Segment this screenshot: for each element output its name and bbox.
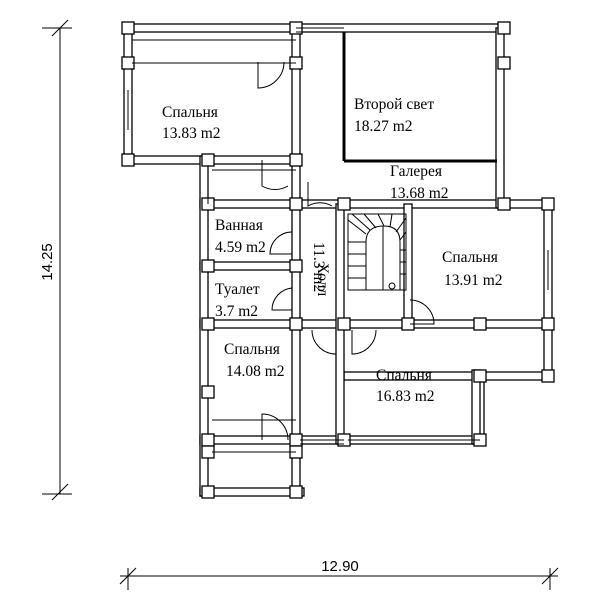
log-joint: [497, 56, 511, 70]
wall-segment: [291, 27, 301, 329]
wall-segment: [199, 319, 553, 329]
log-joint: [497, 21, 511, 35]
log-joint: [497, 197, 511, 211]
wall-segment: [199, 199, 301, 209]
log-joint: [473, 369, 487, 383]
log-joint: [289, 153, 303, 167]
room-area: 13.91 m2: [444, 272, 503, 289]
log-joint: [201, 153, 215, 167]
log-joint: [541, 369, 555, 383]
wall-segment: [199, 487, 305, 497]
room-area: 13.68 m2: [390, 185, 449, 202]
log-joint: [121, 153, 135, 167]
log-joint: [337, 317, 351, 331]
room-name: Холл: [314, 263, 331, 296]
room-name: Спальня: [442, 249, 498, 266]
wall-segment: [479, 371, 553, 381]
room-name: Второй свет: [354, 96, 434, 113]
room-area: 4.59 m2: [215, 239, 266, 256]
log-joint: [121, 21, 135, 35]
wall-segment: [123, 23, 301, 33]
log-joint: [289, 259, 303, 273]
log-joint: [201, 259, 215, 273]
log-joint: [201, 317, 215, 331]
log-joint: [201, 433, 215, 447]
room-area: 16.83 m2: [376, 388, 435, 405]
dimension-width: 12.90: [321, 558, 359, 575]
room-area: 11.3 m2: [310, 242, 327, 292]
wall-segment: [495, 27, 505, 209]
room-labels: Спальня 13.83 m2 Второй свет 18.27 m2 Га…: [162, 96, 503, 405]
log-joint: [201, 485, 215, 499]
log-joint: [289, 317, 303, 331]
room-name: Туалет: [215, 281, 260, 298]
log-joint: [541, 317, 555, 331]
room-area: 13.83 m2: [162, 125, 221, 142]
wall-segment: [347, 199, 553, 209]
room-name: Спальня: [376, 367, 432, 384]
log-joint: [337, 197, 351, 211]
room-name: Ванная: [215, 217, 263, 234]
dimension-lines: [42, 19, 559, 590]
log-joint: [289, 197, 303, 211]
log-joint: [473, 317, 487, 331]
wall-segment: [199, 261, 301, 271]
room-area: 3.7 m2: [215, 303, 258, 320]
log-joint: [541, 197, 555, 211]
staircase: [347, 213, 407, 291]
room-area: 18.27 m2: [354, 118, 413, 135]
room-area: 14.08 m2: [226, 363, 285, 380]
windows: [127, 27, 553, 445]
double-light-outline: [342, 32, 497, 163]
log-joint: [289, 485, 303, 499]
inner-log-lines: [132, 39, 480, 453]
log-joint: [201, 385, 215, 399]
room-name: Спальня: [224, 341, 280, 358]
doors: [257, 61, 435, 441]
wall-segment: [403, 203, 413, 329]
room-name: Галерея: [390, 163, 442, 180]
wall-segment: [291, 323, 301, 497]
room-name: Спальня: [162, 104, 218, 121]
dimension-height: 14.25: [39, 243, 56, 281]
